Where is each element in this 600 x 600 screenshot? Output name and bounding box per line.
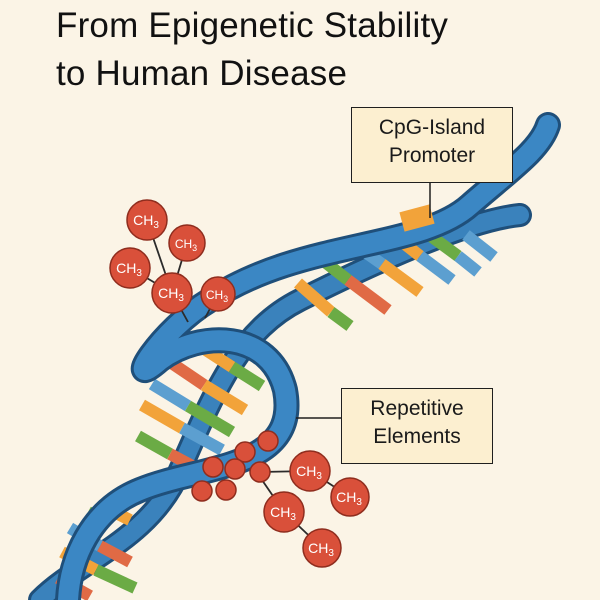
base-pair <box>294 278 354 331</box>
methyl-dot <box>234 441 256 463</box>
methyl-dot <box>202 456 224 478</box>
ch3-circle <box>200 276 236 312</box>
ch3-circle <box>151 272 193 314</box>
ch3-circle <box>263 491 305 533</box>
ch3-group: CH3 <box>200 276 236 312</box>
ch3-group: CH3 <box>289 450 331 492</box>
ch3-group: CH3 <box>151 272 193 314</box>
ch3-group: CH3 <box>302 528 342 568</box>
ch3-label: CH3 <box>270 504 296 523</box>
methyl-dot <box>257 430 279 452</box>
ch3-label: CH3 <box>336 489 362 508</box>
callout-repetitive-elements: Repetitive Elements <box>341 388 493 464</box>
ch3-circle <box>302 528 342 568</box>
callout-cpg-line-2: Promoter <box>388 144 476 167</box>
ch3-group: CH3 <box>126 199 168 241</box>
ch3-group: CH3 <box>168 224 206 262</box>
ch3-circle <box>109 247 151 289</box>
base-pair <box>148 378 236 438</box>
methyl-dot <box>224 458 246 480</box>
callout-cpg-line-1: CpG-Island <box>378 116 486 139</box>
base-pair <box>139 399 225 456</box>
ch3-label: CH3 <box>308 540 334 559</box>
ch3-circle <box>168 224 206 262</box>
ch3-label: CH3 <box>158 285 184 304</box>
ch3-label: CH3 <box>133 212 159 231</box>
dna-back-strand-face <box>31 206 529 600</box>
ch3-group: CH3 <box>109 247 151 289</box>
ch3-group: CH3 <box>330 477 370 517</box>
methyl-dot <box>215 479 237 501</box>
callout-cpg-island-promoter: CpG-Island Promoter <box>351 107 513 183</box>
callout-rep-line-1: Repetitive <box>370 397 464 420</box>
ch3-group: CH3 <box>263 491 305 533</box>
ch3-label: CH3 <box>175 237 197 253</box>
ch3-label: CH3 <box>116 260 142 279</box>
ch3-circle <box>289 450 331 492</box>
base-pair <box>166 357 249 416</box>
ch3-label: CH3 <box>206 288 228 304</box>
callout-rep-line-2: Elements <box>373 425 461 448</box>
dna-front-strand <box>58 115 558 600</box>
methyl-dot <box>191 480 213 502</box>
title-line-2: to Human Disease <box>56 54 348 93</box>
methylation-dots <box>191 430 279 502</box>
ch3-circle <box>330 477 370 517</box>
ch3-circle <box>126 199 168 241</box>
base-pair <box>462 230 498 262</box>
cpg-island-marker <box>399 204 435 232</box>
page-title: From Epigenetic Stability to Human Disea… <box>56 2 448 98</box>
methyl-dot <box>249 461 271 483</box>
title-line-1: From Epigenetic Stability <box>56 6 449 45</box>
ch3-label: CH3 <box>296 463 322 482</box>
